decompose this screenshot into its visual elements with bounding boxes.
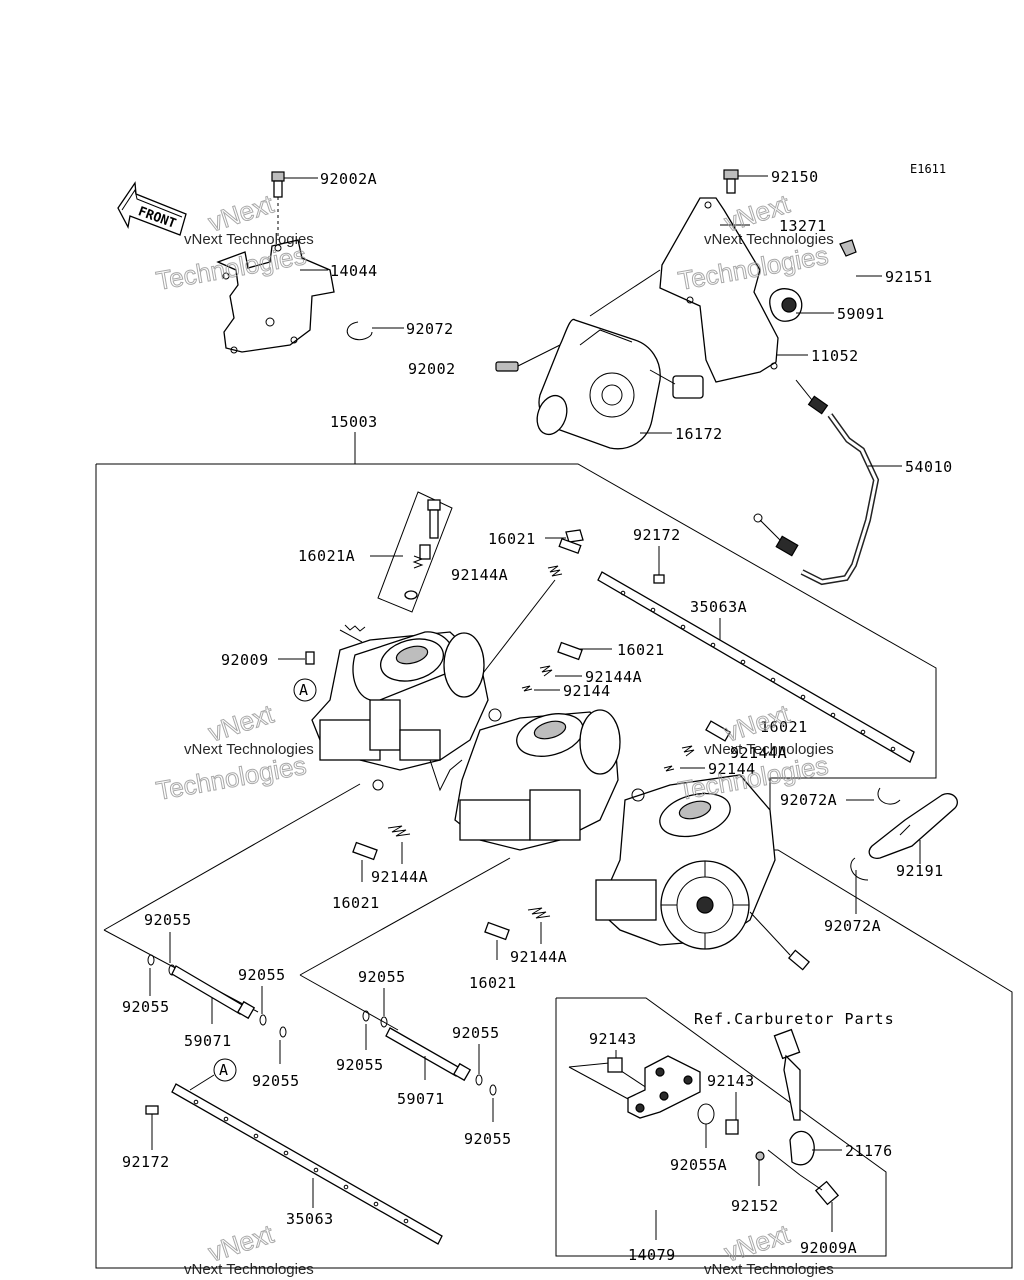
callout-a: A [299,681,309,699]
part-label: 35063 [286,1210,334,1228]
part-label: 92172 [122,1153,170,1171]
part-label: 54010 [905,458,953,476]
ref-text: Ref.Carburetor Parts [694,1010,895,1028]
part-label: 16021 [332,894,380,912]
part-label: 14044 [330,262,378,280]
svg-text:vNext Technologies: vNext Technologies [704,231,834,248]
part-label: 16021 [488,530,536,548]
part-label: 92002A [320,170,377,188]
part-label: 15003 [330,413,378,431]
clip-92072 [346,321,373,341]
bar-35063A [597,571,915,763]
part-label: 92144A [371,868,428,886]
callout-circle [293,678,317,702]
callout-a: A [219,1061,229,1079]
part-label: 21176 [845,1142,893,1160]
part-label: 92172 [633,526,681,544]
part-label: 92150 [771,168,819,186]
part-label: 92143 [707,1072,755,1090]
part-label: 92151 [885,268,933,286]
cable-54010 [753,379,880,586]
part-label: 92055 [464,1130,512,1148]
part-label: 16021 [617,641,665,659]
part-label: 92144A [730,744,787,762]
part-label: 92144 [563,682,611,700]
part-label: 92191 [896,862,944,880]
part-label: 92144 [708,760,756,778]
part-label: 92055A [670,1156,727,1174]
part-label: 92144A [585,668,642,686]
kit-frame-14079 [555,997,887,1257]
part-label: 92055 [252,1072,300,1090]
screw-spring-mid-1 [521,641,583,692]
front-arrow: FRONT [117,181,187,236]
part-label: 92002 [408,360,456,378]
part-label: 14079 [628,1246,676,1264]
part-label: 16021 [760,718,808,736]
part-label: 92055 [336,1056,384,1074]
part-label: 16021 [469,974,517,992]
part-label: 92055 [452,1024,500,1042]
screw-spring-low-2 [484,907,551,941]
screw-16021A [377,491,453,613]
svg-text:vNext Technologies: vNext Technologies [184,231,314,248]
part-label: 92055 [238,966,286,984]
part-label: 59071 [397,1090,445,1108]
part-label: 92009 [221,651,269,669]
svg-text:vNext Technologies: vNext Technologies [184,741,314,758]
actuator-16172 [495,169,857,450]
carburetor-1 [311,624,489,792]
svg-text:vNext Technologies: vNext Technologies [184,1261,314,1278]
part-label: 16172 [675,425,723,443]
part-label: 59071 [184,1032,232,1050]
carburetor-3 [595,774,811,971]
part-label: 92152 [731,1197,779,1215]
bar-35063 [171,1083,443,1245]
part-label: 92072A [824,917,881,935]
part-label: 92144A [510,948,567,966]
hose-92191 [850,787,958,881]
part-label: 35063A [690,598,747,616]
part-label: 92144A [451,566,508,584]
carburetor-2 [454,708,621,851]
part-label: 92055 [358,968,406,986]
callout-circle [213,1058,237,1082]
svg-text:vNext Technologies: vNext Technologies [704,741,834,758]
screw-spring-top [469,529,584,691]
part-label: 92072 [406,320,454,338]
part-label: 59091 [837,305,885,323]
screw-spring-low-1 [352,825,411,861]
part-label: 92072A [780,791,837,809]
svg-text:Technologies: Technologies [154,750,309,806]
linkage-rod-21176 [755,1028,840,1206]
bolt-92172 [145,1105,159,1115]
part-label: 92143 [589,1030,637,1048]
part-label: 16021A [298,547,355,565]
part-label: 92009A [800,1239,857,1257]
screw-spring-mid-2 [663,720,731,772]
part-label: 92055 [122,998,170,1016]
diagram-code: E1611 [910,162,946,176]
bracket-14044 [216,171,335,354]
part-label: 92055 [144,911,192,929]
tube-59071-mid [362,1010,497,1096]
link-plate [607,1055,739,1135]
svg-text:vNext Technologies: vNext Technologies [704,1261,834,1278]
part-label: 11052 [811,347,859,365]
tube-59071-left [147,954,287,1038]
part-label: 13271 [779,217,827,235]
